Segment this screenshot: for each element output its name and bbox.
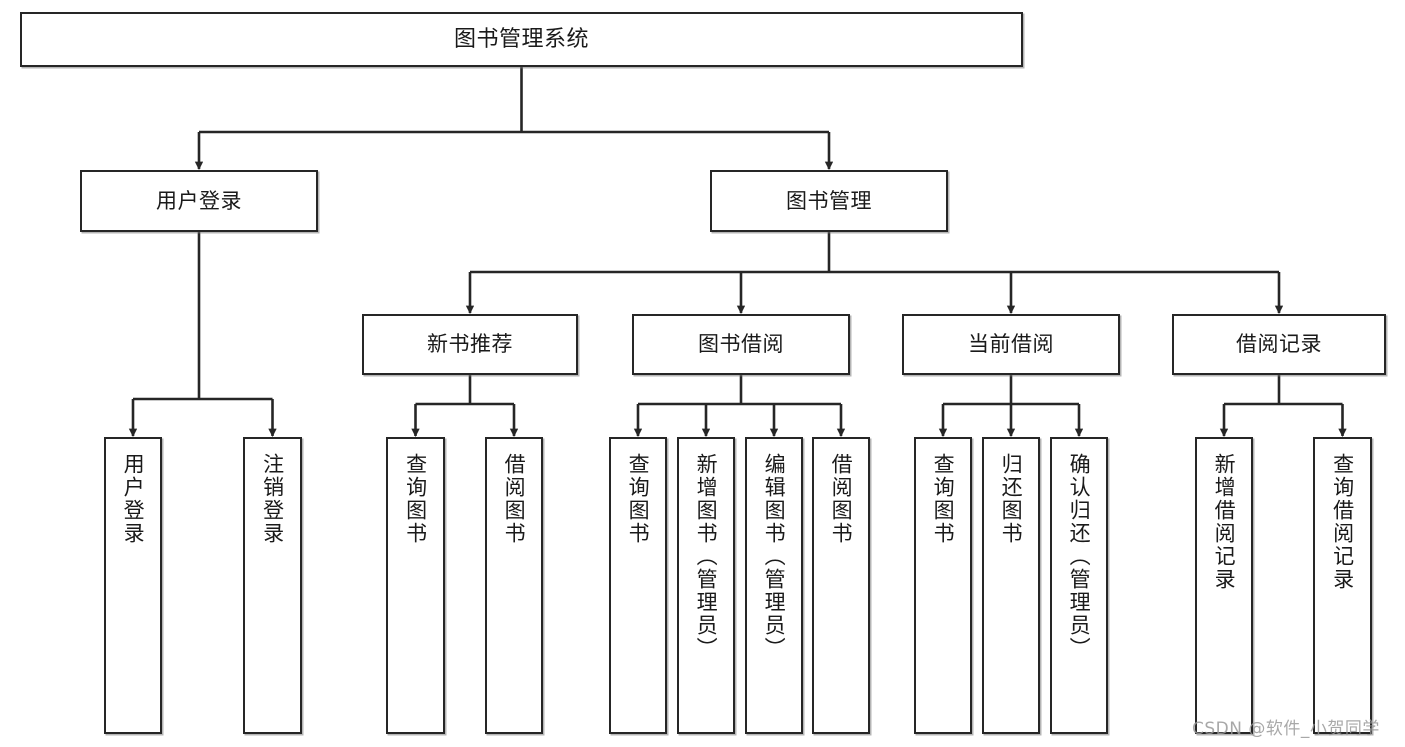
- node-l2-record[interactable]: 借阅记录: [1172, 314, 1386, 375]
- node-l2-current[interactable]: 当前借阅: [902, 314, 1120, 375]
- node-l3-c3[interactable]: 编辑图书（管理员）: [745, 437, 803, 734]
- node-l2-newbook[interactable]: 新书推荐: [362, 314, 578, 375]
- node-root[interactable]: 图书管理系统: [20, 12, 1023, 67]
- node-label: 查询图书: [403, 453, 428, 545]
- node-l3-d1[interactable]: 查询图书: [914, 437, 972, 734]
- node-label: 用户登录: [156, 188, 242, 213]
- node-label: 图书借阅: [698, 332, 784, 357]
- node-label: 新增借阅记录: [1212, 453, 1237, 591]
- node-label: 查询图书: [626, 453, 651, 545]
- node-l3-c1[interactable]: 查询图书: [609, 437, 667, 734]
- node-label: 当前借阅: [968, 332, 1054, 357]
- node-l1-login[interactable]: 用户登录: [80, 170, 318, 232]
- node-label: 查询借阅记录: [1330, 453, 1355, 591]
- node-l1-bookmgmt[interactable]: 图书管理: [710, 170, 948, 232]
- node-l2-borrow[interactable]: 图书借阅: [632, 314, 850, 375]
- node-label: 借阅图书: [502, 453, 527, 545]
- node-label: 注销登录: [260, 453, 285, 545]
- node-label: 图书管理系统: [453, 26, 589, 52]
- node-label: 查询图书: [931, 453, 956, 545]
- node-l3-b2[interactable]: 借阅图书: [485, 437, 543, 734]
- node-l3-e2[interactable]: 查询借阅记录: [1313, 437, 1372, 734]
- node-label: 新书推荐: [427, 332, 513, 357]
- node-l3-c2[interactable]: 新增图书（管理员）: [677, 437, 735, 734]
- node-l3-e1[interactable]: 新增借阅记录: [1195, 437, 1253, 734]
- node-l3-a2[interactable]: 注销登录: [243, 437, 302, 734]
- node-label: 编辑图书（管理员）: [762, 453, 787, 660]
- csdn-watermark: CSDN @软件_小贺同学: [1192, 719, 1380, 739]
- node-l3-b1[interactable]: 查询图书: [386, 437, 445, 734]
- node-label: 确认归还（管理员）: [1067, 453, 1092, 660]
- node-label: 新增图书（管理员）: [694, 453, 719, 660]
- node-label: 借阅记录: [1236, 332, 1322, 357]
- node-label: 用户登录: [121, 453, 146, 545]
- node-label: 图书管理: [786, 188, 872, 213]
- node-l3-d3[interactable]: 确认归还（管理员）: [1050, 437, 1108, 734]
- node-l3-d2[interactable]: 归还图书: [982, 437, 1040, 734]
- node-l3-c4[interactable]: 借阅图书: [812, 437, 870, 734]
- node-label: 借阅图书: [829, 453, 854, 545]
- node-label: 归还图书: [999, 453, 1024, 545]
- node-l3-a1[interactable]: 用户登录: [104, 437, 162, 734]
